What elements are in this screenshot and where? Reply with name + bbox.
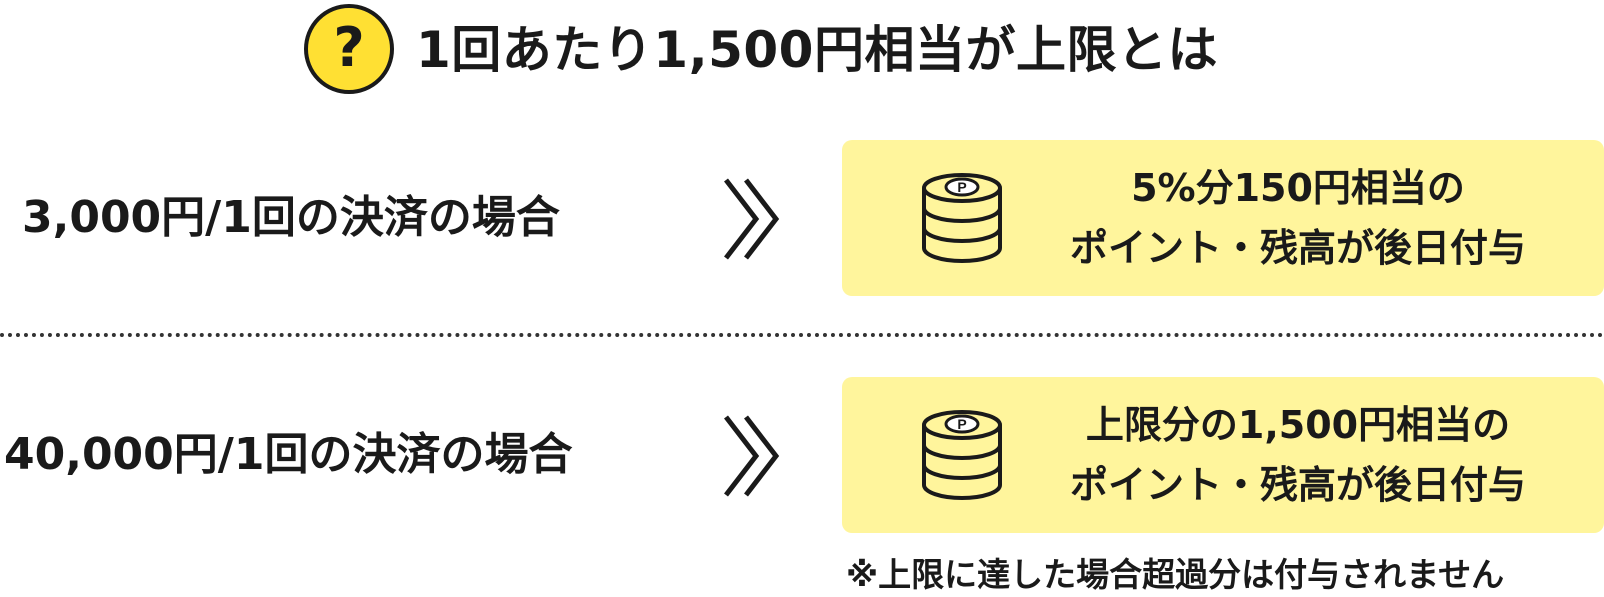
footnote: ※上限に達した場合超過分は付与されません	[846, 555, 1505, 594]
coin-letter: P	[957, 416, 966, 432]
result-text: 上限分の1,500円相当の ポイント・残高が後日付与	[1028, 395, 1568, 515]
page-title: 1回あたり1,500円相当が上限とは	[416, 21, 1218, 79]
double-chevron-right-icon	[724, 178, 780, 260]
result-line-1: 上限分の1,500円相当の	[1085, 403, 1511, 447]
point-coin-stack-icon: P	[922, 410, 1002, 500]
case-label: 3,000円/1回の決済の場合	[22, 192, 560, 243]
coin-letter: P	[957, 179, 966, 195]
case-label: 40,000円/1回の決済の場合	[4, 429, 573, 480]
question-mark-icon: ?	[304, 4, 394, 94]
header: ? 1回あたり1,500円相当が上限とは	[0, 0, 1604, 100]
result-box: P 5%分150円相当の ポイント・残高が後日付与	[842, 140, 1604, 296]
case-row-3000: 3,000円/1回の決済の場合 P 5%分150円相当の ポイント・残高が後日付…	[0, 140, 1604, 296]
dotted-divider	[0, 333, 1604, 337]
result-line-1: 5%分150円相当の	[1131, 166, 1465, 210]
point-coin-stack-icon: P	[922, 173, 1002, 263]
result-text: 5%分150円相当の ポイント・残高が後日付与	[1028, 158, 1568, 278]
case-row-40000: 40,000円/1回の決済の場合 P 上限分の1,500円相当の ポイント・残高…	[0, 377, 1604, 533]
double-chevron-right-icon	[724, 415, 780, 497]
question-mark-glyph: ?	[333, 16, 365, 79]
result-box: P 上限分の1,500円相当の ポイント・残高が後日付与	[842, 377, 1604, 533]
result-line-2: ポイント・残高が後日付与	[1069, 226, 1526, 270]
result-line-2: ポイント・残高が後日付与	[1069, 463, 1526, 507]
